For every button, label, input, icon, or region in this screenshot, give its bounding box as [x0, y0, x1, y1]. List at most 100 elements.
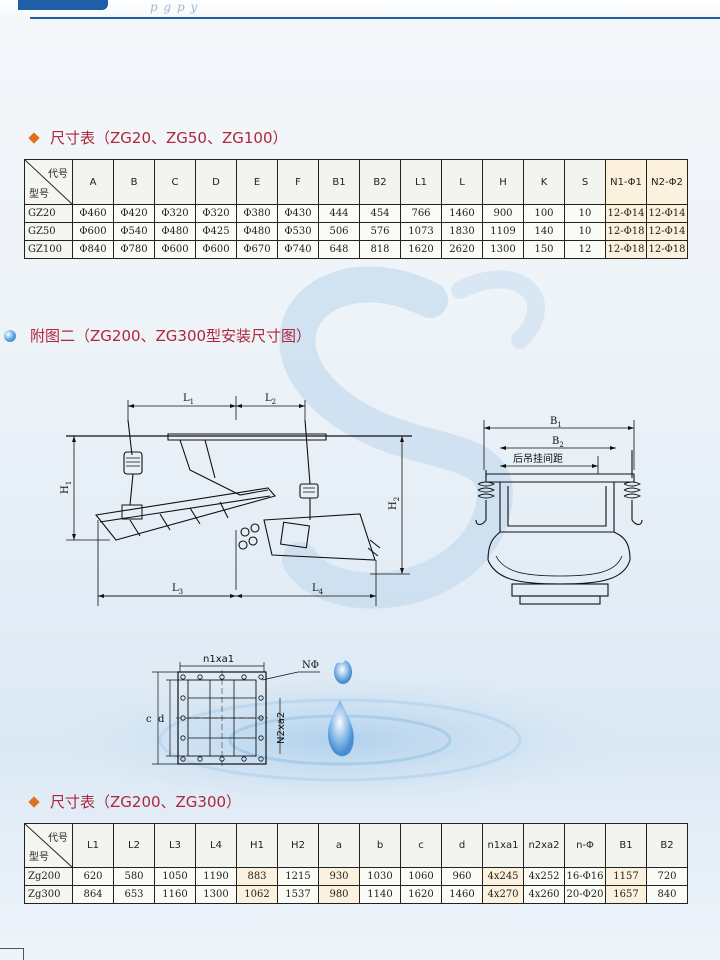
side-view-drawing	[66, 396, 412, 606]
column-header: L3	[154, 823, 196, 868]
table-cell: Φ740	[277, 240, 319, 259]
column-header: B1	[605, 823, 647, 868]
column-header: L	[441, 159, 483, 205]
column-header: K	[523, 159, 565, 205]
column-header: L1	[72, 823, 114, 868]
table-cell: 1215	[277, 867, 319, 886]
label-L2: L2	[265, 393, 276, 406]
column-header: H2	[277, 823, 319, 868]
label-L4: L4	[312, 583, 324, 596]
label-c: c	[146, 714, 152, 725]
table-cell: 1620	[400, 885, 442, 904]
table-cell: 1300	[482, 240, 524, 259]
table-cell: 1460	[441, 204, 483, 223]
label-B2: B2	[552, 436, 564, 449]
table-cell: 12-Φ18	[605, 240, 647, 259]
table-cell: 1140	[359, 885, 401, 904]
dimension-table-zg200-300: 代号 型号 L1 L2 L3 L4 H1 H2 a b c d n1xa1 n2…	[24, 823, 688, 904]
table-cell: 10	[564, 222, 606, 241]
table-cell: 1073	[400, 222, 442, 241]
column-header: S	[564, 159, 606, 205]
table-cell: 12-Φ18	[646, 240, 688, 259]
table-row: Zg300 864 653 1160 1300 1062 1537 980 11…	[24, 885, 688, 904]
table-cell: 150	[523, 240, 565, 259]
column-header: d	[441, 823, 483, 868]
table-row: GZ20 Φ460 Φ420 Φ320 Φ320 Φ380 Φ430 444 4…	[24, 204, 688, 223]
top-header-band	[0, 0, 720, 22]
table-corner-cell: 代号 型号	[24, 823, 73, 868]
table-cell: 980	[318, 885, 360, 904]
table-cell: Φ840	[72, 240, 114, 259]
table-cell: 864	[72, 885, 114, 904]
table-cell: 4x270	[482, 885, 524, 904]
table-cell: 883	[236, 867, 278, 886]
corner-top-label: 代号	[48, 833, 68, 844]
label-B1: B1	[550, 416, 562, 429]
blue-sphere-bullet-icon	[4, 329, 16, 342]
column-header: A	[72, 159, 114, 205]
column-header: L4	[195, 823, 237, 868]
table-cell: Φ600	[195, 240, 237, 259]
table-cell: 4x252	[523, 867, 565, 886]
table-cell: 12	[564, 240, 606, 259]
flange-view-drawing	[152, 662, 320, 766]
table-cell: 648	[318, 240, 360, 259]
column-header: B	[113, 159, 155, 205]
column-header: c	[400, 823, 442, 868]
section1-title-text: 尺寸表（ZG20、ZG50、ZG100）	[50, 129, 288, 147]
column-header: n1xa1	[482, 823, 524, 868]
column-header: b	[359, 823, 401, 868]
column-header: L2	[113, 823, 155, 868]
table-cell: 1537	[277, 885, 319, 904]
label-d: d	[158, 714, 165, 725]
column-header: F	[277, 159, 319, 205]
table-cell: 720	[646, 867, 688, 886]
table-cell: 1160	[154, 885, 196, 904]
table-header-row: 代号 型号 L1 L2 L3 L4 H1 H2 a b c d n1xa1 n2…	[24, 823, 688, 868]
column-header: B2	[359, 159, 401, 205]
table-cell: 10	[564, 204, 606, 223]
label-N2xa2: N2xa2	[276, 712, 287, 744]
figure-title-text: 附图二（ZG200、ZG300型安装尺寸图）	[30, 327, 312, 345]
table-row: Zg200 620 580 1050 1190 883 1215 930 103…	[24, 867, 688, 886]
table-cell: 12-Φ14	[646, 204, 688, 223]
column-header: n2xa2	[523, 823, 565, 868]
row-model: Zg300	[24, 885, 73, 904]
table-cell: 1050	[154, 867, 196, 886]
column-header: B2	[646, 823, 688, 868]
table-cell: 1060	[400, 867, 442, 886]
table-cell: 653	[113, 885, 155, 904]
table-header-row: 代号 型号 A B C D E F B1 B2 L1 L H K S N1-Φ1…	[24, 159, 688, 205]
table-cell: 580	[113, 867, 155, 886]
label-L1: L1	[183, 393, 194, 406]
column-header: N2-Φ2	[646, 159, 688, 205]
corner-bottom-label: 型号	[29, 852, 49, 863]
row-model: Zg200	[24, 867, 73, 886]
table-cell: 960	[441, 867, 483, 886]
table-cell: 1657	[605, 885, 647, 904]
table-cell: 930	[318, 867, 360, 886]
figure-title: 附图二（ZG200、ZG300型安装尺寸图）	[4, 325, 311, 346]
table-corner-cell: 代号 型号	[24, 159, 73, 205]
row-model: GZ100	[24, 240, 73, 259]
section1-title: 尺寸表（ZG20、ZG50、ZG100）	[28, 127, 288, 148]
table-cell: Φ480	[154, 222, 196, 241]
table-cell: 12-Φ14	[646, 222, 688, 241]
table-cell: 1030	[359, 867, 401, 886]
corner-top-label: 代号	[48, 169, 68, 180]
table-cell: 1300	[195, 885, 237, 904]
table-cell: 1109	[482, 222, 524, 241]
column-header: H	[482, 159, 524, 205]
table-cell: Φ600	[154, 240, 196, 259]
label-L3: L3	[172, 583, 183, 596]
column-header: B1	[318, 159, 360, 205]
label-n1xa1: n1xa1	[203, 654, 234, 665]
column-header: D	[195, 159, 237, 205]
table-cell: 900	[482, 204, 524, 223]
table-cell: 506	[318, 222, 360, 241]
section2-title: 尺寸表（ZG200、ZG300）	[28, 791, 241, 812]
table-cell: 100	[523, 204, 565, 223]
table-cell: 4x260	[523, 885, 565, 904]
table-cell: Φ670	[236, 240, 278, 259]
